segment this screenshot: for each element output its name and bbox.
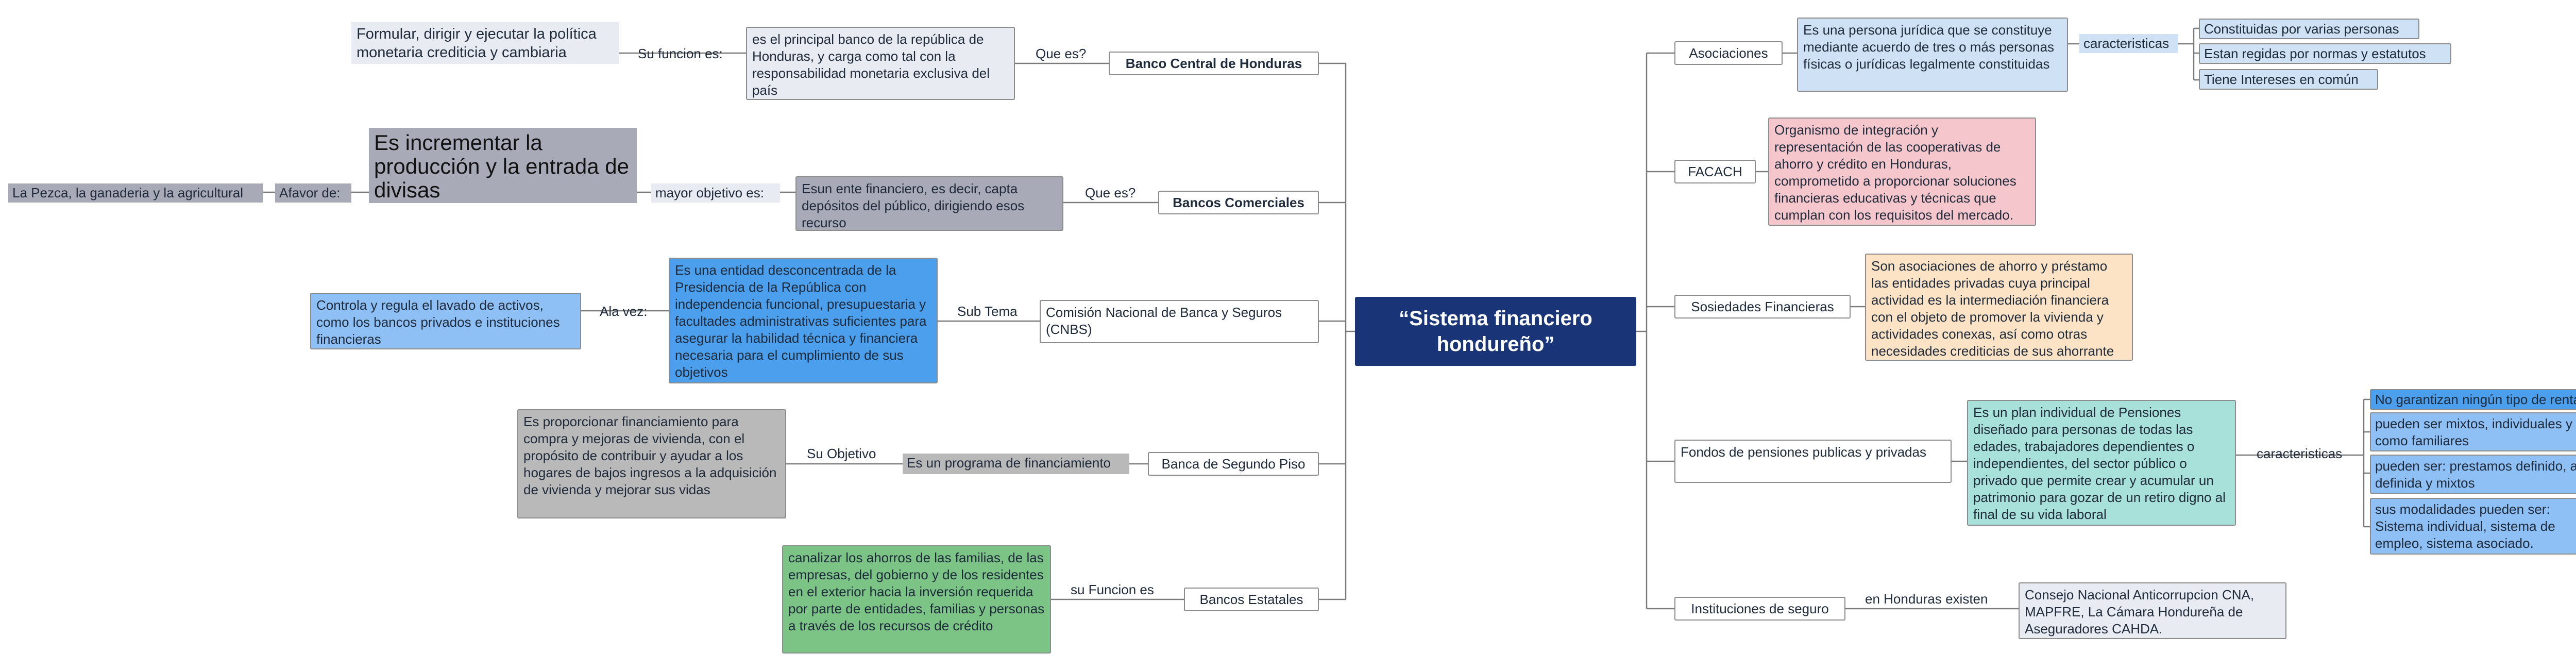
cnbs-extra: Controla y regula el lavado de activos, … bbox=[310, 293, 581, 349]
comerciales-favor-label: Afavor de: bbox=[275, 183, 351, 203]
fondos-item: pueden ser mixtos, individuales y grupal… bbox=[2370, 412, 2576, 451]
bch-definition: es el principal banco de la república de… bbox=[746, 27, 1015, 100]
center-topic: “Sistema financiero hondureño” bbox=[1355, 297, 1636, 366]
branch-cnbs: Comisión Nacional de Banca y Seguros (CN… bbox=[1040, 300, 1319, 343]
branch-facach: FACACH bbox=[1674, 160, 1756, 183]
branch-bancos-comerciales: Bancos Comerciales bbox=[1158, 191, 1319, 214]
branch-bancos-estatales: Bancos Estatales bbox=[1184, 588, 1319, 611]
connector-label-sub-tema: Sub Tema bbox=[957, 304, 1018, 319]
fondos-item: sus modalidades pueden ser: Sistema indi… bbox=[2370, 498, 2576, 555]
sosiedades-definition: Son asociaciones de ahorro y préstamo la… bbox=[1865, 254, 2133, 361]
branch-segundo-piso: Banca de Segundo Piso bbox=[1148, 452, 1319, 476]
branch-sosiedades: Sosiedades Financieras bbox=[1674, 295, 1851, 319]
asociaciones-connector: caracteristicas bbox=[2079, 34, 2178, 53]
connector-label-que-es: Que es? bbox=[1085, 185, 1136, 200]
facach-definition: Organismo de integración y representació… bbox=[1768, 118, 2036, 226]
asociaciones-definition: Es una persona jurídica que se constituy… bbox=[1797, 18, 2068, 92]
connector-label-su-objetivo: Su Objetivo bbox=[807, 446, 876, 461]
segundo-piso-program: Es un programa de financiamiento bbox=[903, 454, 1129, 474]
connector-label-su-funcion: Su funcion es: bbox=[638, 46, 723, 61]
connector-label-su-funcion: su Funcion es bbox=[1071, 582, 1154, 597]
fondos-connector: caracteristicas bbox=[2257, 446, 2343, 461]
bch-function: Formular, dirigir y ejecutar la política… bbox=[351, 22, 619, 64]
seguros-connector: en Honduras existen bbox=[1865, 591, 1988, 607]
fondos-item: No garantizan ningún tipo de rentabilida… bbox=[2370, 389, 2576, 410]
asociaciones-item: Constituidas por varias personas bbox=[2199, 19, 2419, 39]
branch-fondos: Fondos de pensiones publicas y privadas bbox=[1674, 440, 1952, 483]
link-asoc-items bbox=[2187, 27, 2199, 81]
link-fondos-items bbox=[2355, 398, 2370, 528]
seguros-definition: Consejo Nacional Anticorrupcion CNA, MAP… bbox=[2019, 582, 2286, 639]
comerciales-objective: Es incrementar la producción y la entrad… bbox=[369, 128, 637, 203]
comerciales-definition: Esun ente financiero, es decir, capta de… bbox=[795, 176, 1063, 231]
connector-label-que-es: Que es? bbox=[1036, 46, 1087, 61]
estatales-function: canalizar los ahorros de las familias, d… bbox=[782, 545, 1051, 654]
branch-instituciones-seguro: Instituciones de seguro bbox=[1674, 597, 1845, 621]
fondos-definition: Es un plan individual de Pensiones diseñ… bbox=[1967, 400, 2236, 526]
fondos-item: pueden ser: prestamos definido, aportaci… bbox=[2370, 455, 2576, 494]
asociaciones-item: Tiene Intereses en común bbox=[2199, 69, 2378, 90]
cnbs-definition: Es una entidad desconcentrada de la Pres… bbox=[669, 258, 938, 383]
comerciales-objective-label: mayor objetivo es: bbox=[651, 183, 780, 203]
branch-banco-central: Banco Central de Honduras bbox=[1109, 52, 1319, 75]
segundo-piso-objective: Es proporcionar financiamiento para comp… bbox=[517, 409, 786, 518]
comerciales-favor: La Pezca, la ganaderia y la agricultural bbox=[8, 183, 263, 203]
asociaciones-item: Estan regidas por normas y estatutos bbox=[2199, 43, 2451, 64]
connector-label-ala-vez: Ala vez: bbox=[600, 304, 648, 319]
branch-asociaciones: Asociaciones bbox=[1674, 41, 1783, 65]
